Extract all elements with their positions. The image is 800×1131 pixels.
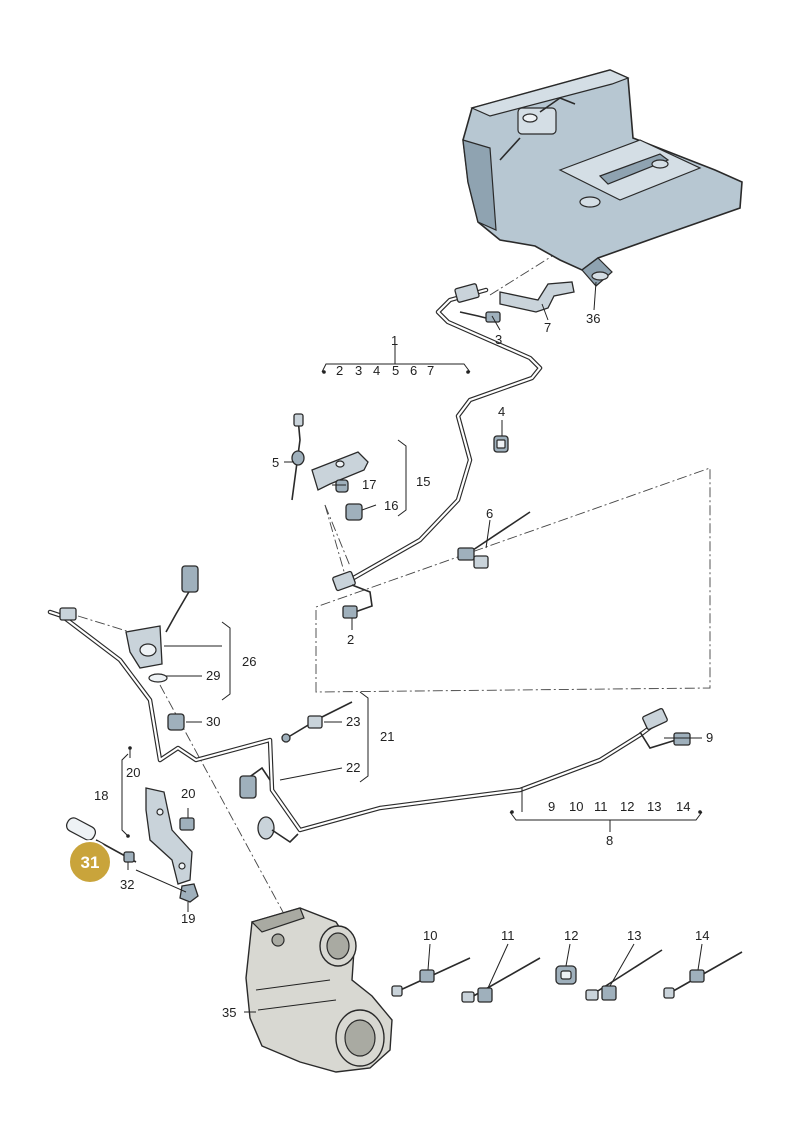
clip-part-4[interactable] (493, 435, 509, 453)
callout-1-item-5: 5 (392, 363, 399, 378)
callout-4: 4 (498, 404, 505, 419)
reference-dash-lines (77, 247, 711, 926)
clip-part-20[interactable] (179, 817, 195, 831)
callout-16: 16 (384, 498, 398, 513)
clip-part-30[interactable] (167, 713, 185, 731)
callout-18: 18 (94, 788, 108, 803)
callout-7: 7 (544, 320, 551, 335)
callout-1-item-2: 2 (336, 363, 343, 378)
highlighted-part-31[interactable] (64, 816, 97, 842)
callout-8-item-14: 14 (676, 799, 690, 814)
callout-36: 36 (586, 311, 600, 326)
callout-13: 13 (627, 928, 641, 943)
callout-22: 22 (346, 760, 360, 775)
cable-tie-part-14[interactable] (663, 951, 743, 999)
cable-tie-part-13[interactable] (585, 949, 663, 1001)
nut-part-19[interactable] (179, 883, 199, 903)
cable-tie-part-6[interactable] (457, 511, 531, 569)
callout-3: 3 (495, 332, 502, 347)
callout-30: 30 (206, 714, 220, 729)
callout-20-upper: 20 (126, 765, 140, 780)
callout-15: 15 (416, 474, 430, 489)
callout-8-item-11: 11 (594, 799, 608, 814)
callout-9: 9 (706, 730, 713, 745)
callout-23: 23 (346, 714, 360, 729)
callout-8-item-9: 9 (548, 799, 555, 814)
sensor-line-part-5[interactable] (291, 413, 305, 501)
callout-21: 21 (380, 729, 394, 744)
callout-8: 8 (606, 833, 613, 848)
urea-line-main[interactable] (47, 607, 691, 844)
bolt-part-32[interactable] (95, 839, 137, 863)
callout-1-item-7: 7 (427, 363, 434, 378)
heat-shield-bracket-part-18[interactable] (145, 787, 193, 885)
bracket-dots (126, 370, 702, 838)
callout-8-item-12: 12 (620, 799, 634, 814)
sensor-part-26[interactable] (125, 565, 199, 683)
cable-tie-part-10[interactable] (391, 957, 471, 997)
highlight-badge-31[interactable]: 31 (68, 840, 112, 884)
bracket-assembly-part-15[interactable] (311, 451, 369, 521)
callout-1-item-4: 4 (373, 363, 380, 378)
callout-labels: 1 2 3 4 5 6 7 3 7 36 4 5 17 15 16 6 2 26… (94, 311, 713, 1020)
cable-tie-part-11[interactable] (461, 957, 541, 1003)
leader-lines (127, 281, 703, 1013)
callout-1-item-6: 6 (410, 363, 417, 378)
urea-line-assembly[interactable] (332, 283, 543, 619)
callout-6: 6 (486, 506, 493, 521)
urea-tank[interactable] (462, 69, 743, 287)
callout-35: 35 (222, 1005, 236, 1020)
callout-2: 2 (347, 632, 354, 647)
callout-8-item-10: 10 (569, 799, 583, 814)
highlight-badge-circle (68, 840, 112, 884)
callout-11: 11 (501, 928, 515, 943)
sensor-part-23[interactable] (281, 701, 353, 743)
callout-8-item-13: 13 (647, 799, 661, 814)
bracket-part-7[interactable] (499, 281, 575, 313)
highlight-badge-label: 31 (81, 853, 100, 872)
callout-5: 5 (272, 455, 279, 470)
callout-1: 1 (391, 333, 398, 348)
callout-1-item-3: 3 (355, 363, 362, 378)
group-brackets (121, 345, 703, 837)
callout-32: 32 (120, 877, 134, 892)
callout-12: 12 (564, 928, 578, 943)
callout-17: 17 (362, 477, 376, 492)
callout-14: 14 (695, 928, 709, 943)
clip-part-12[interactable] (555, 965, 577, 985)
callout-26: 26 (242, 654, 256, 669)
callout-29: 29 (206, 668, 220, 683)
callout-20-lower: 20 (181, 786, 195, 801)
callout-19: 19 (181, 911, 195, 926)
callout-10: 10 (423, 928, 437, 943)
catalytic-converter-part-35[interactable] (245, 907, 393, 1073)
